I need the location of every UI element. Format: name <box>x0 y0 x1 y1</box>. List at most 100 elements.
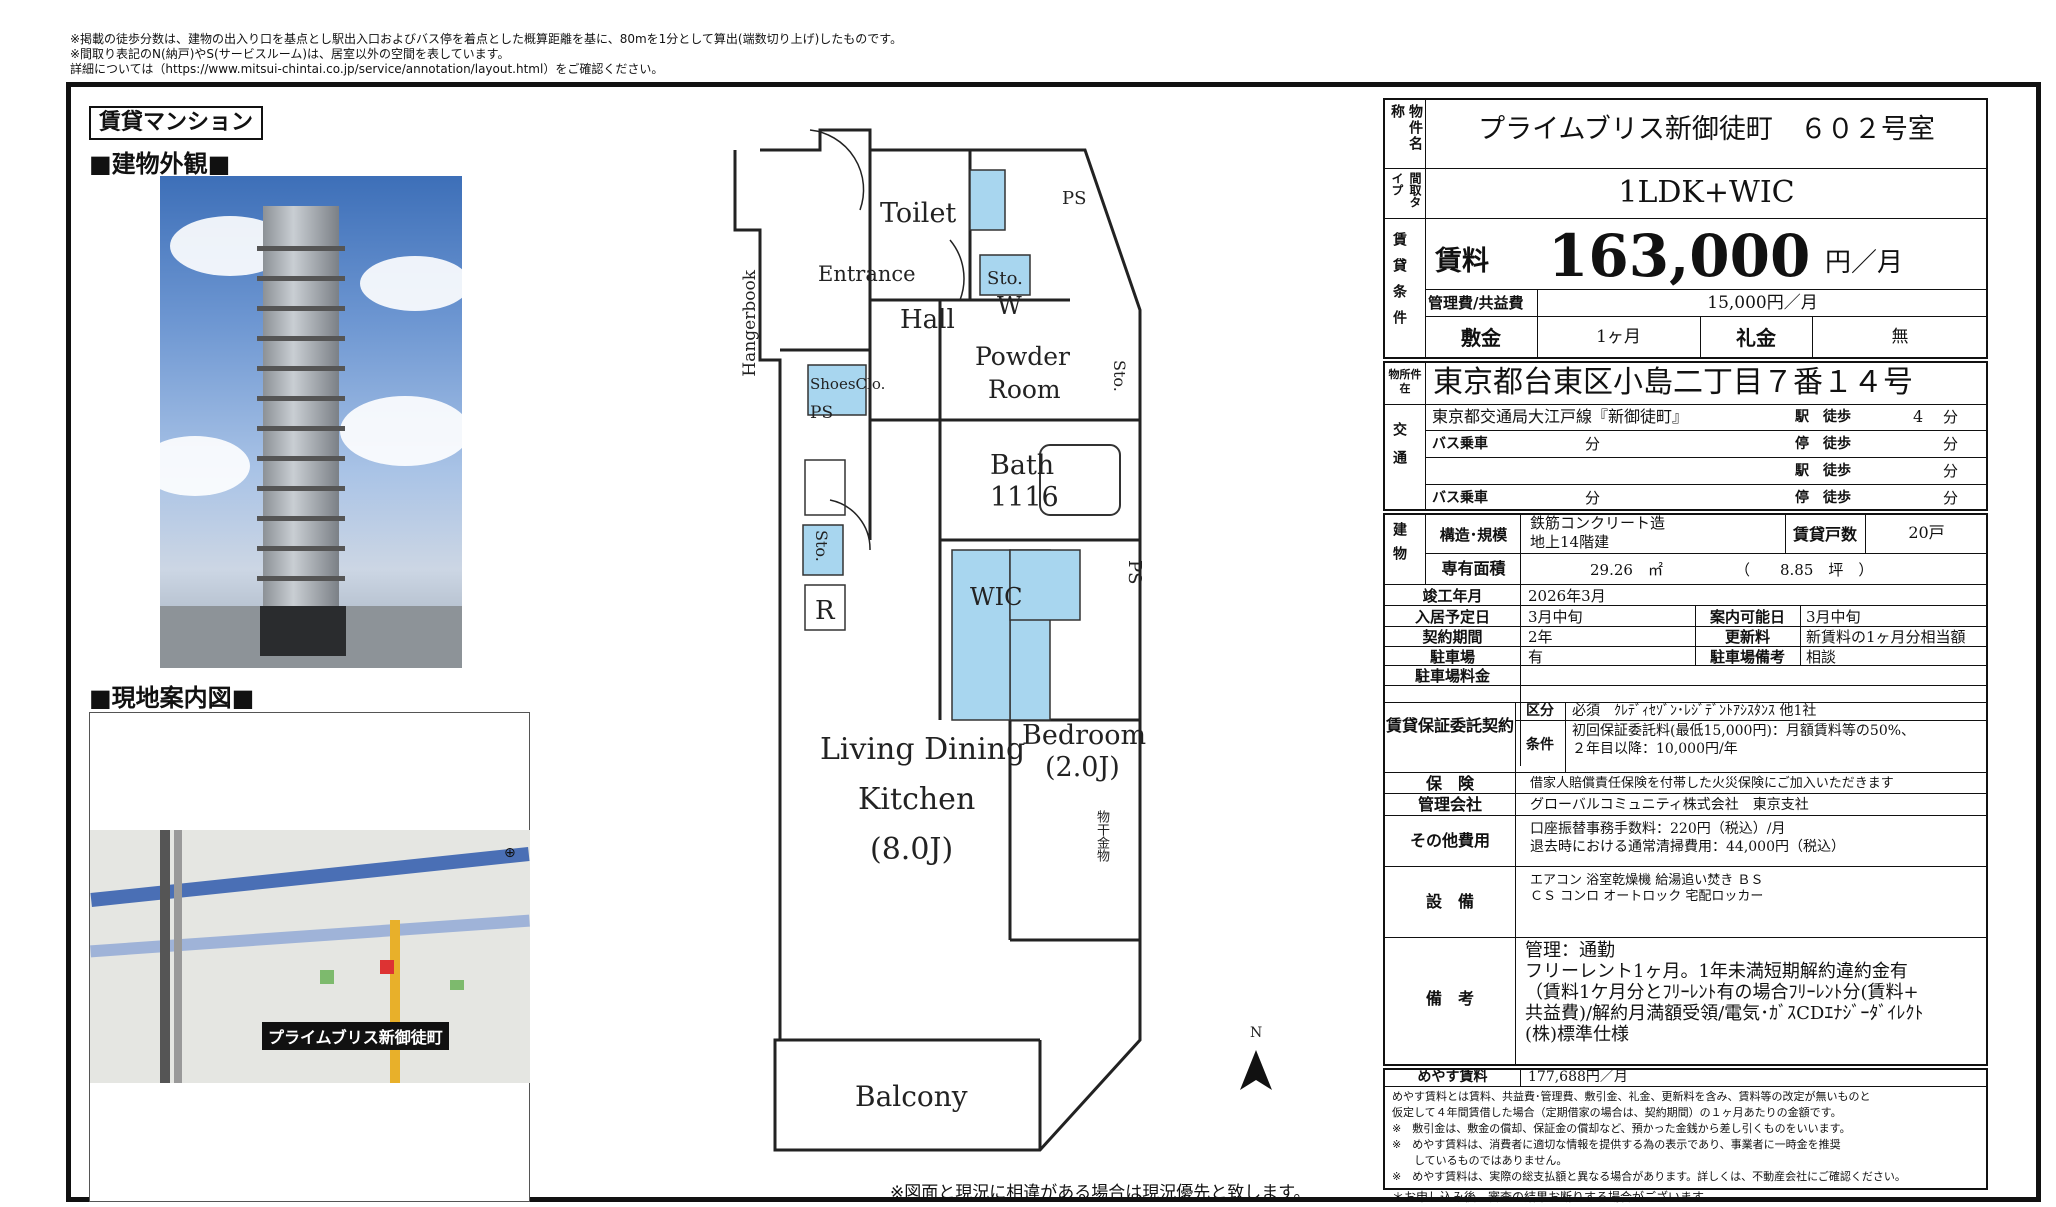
storage-label-3: Sto. <box>812 530 831 562</box>
note-line-1: ※掲載の徒歩分数は、建物の出入り口を基点とし駅出入口およびバス停を着点とした概算… <box>70 32 903 46</box>
viewing-label: 案内可能日 <box>1709 608 1785 626</box>
rent-conditions-label: 賃貸条件 <box>1391 232 1407 336</box>
transport-line-1: 東京都交通局大江戸線『新御徒町』 <box>1432 407 1689 426</box>
bus-label-2: バス乗車 <box>1432 490 1488 506</box>
insurance-label: 保 険 <box>1425 774 1474 793</box>
minutes-unit-2: 分 <box>1943 435 1959 453</box>
stop-label-2: 停 <box>1795 490 1809 506</box>
note-line-3: 詳細については（https://www.mitsui-chintai.co.jp… <box>70 62 664 76</box>
walk-label-3: 徒歩 <box>1823 463 1851 479</box>
meyasu-note-3: ※ 敷引金は、敷金の償却、保証金の償却など、預かった金銭から差し引くものをいいま… <box>1392 1122 1851 1135</box>
bath-size-label: 1116 <box>990 482 1059 513</box>
renewal-value: 新賃料の1ヶ月分相当額 <box>1806 628 1966 646</box>
bedroom-label: Bedroom <box>1022 720 1147 751</box>
equipment-2: ＣＳ コンロ オートロック 宅配ロッカー <box>1530 889 1764 904</box>
minutes-unit-4: 分 <box>1943 489 1959 507</box>
minutes-unit-3: 分 <box>1943 462 1959 480</box>
bedroom-size-label: (2.0J) <box>1045 752 1120 783</box>
key-money-label: 礼金 <box>1736 326 1776 350</box>
parking-fee-label: 駐車場料金 <box>1414 667 1490 685</box>
meyasu-note-4: ※ めやす賃料は、消費者に適切な情報を提供する為の表示であり、事業者に一時金を推… <box>1392 1138 1841 1151</box>
washer-label: W <box>997 292 1022 320</box>
bus-label-1: バス乗車 <box>1432 436 1488 452</box>
parking-note-value: 相談 <box>1806 648 1837 666</box>
structure-label: 構造･規模 <box>1439 526 1508 544</box>
floor-plan: Toilet PS Entrance Hangerbook Sto. W Hal… <box>700 120 1340 1180</box>
cond-value-2: ２年目以降：10,000円/年 <box>1572 741 1738 757</box>
parking-label: 駐車場 <box>1429 648 1475 666</box>
deposit-label: 敷金 <box>1461 326 1501 350</box>
compass-icon: ⊕ <box>504 845 516 861</box>
note-line-2: ※間取り表記のN(納戸)やS(サービスルーム)は、居室以外の空間を表しています。 <box>70 47 510 61</box>
minutes-unit-1: 分 <box>1943 408 1959 426</box>
cond-value-1: 初回保証委託料(最低15,000円)：月額賃料等の50%、 <box>1572 723 1916 739</box>
meyasu-note-6: ※ めやす賃料は、実際の総支払額と異なる場合があります。詳しくは、不動産会社にご… <box>1392 1170 1906 1183</box>
structure-value-2: 地上14階建 <box>1530 533 1610 551</box>
key-money-value: 無 <box>1891 327 1909 347</box>
meyasu-note-2: 仮定して４年間賃借した場合（定期借家の場合は、契約期間）の１ヶ月あたりの金額です… <box>1392 1106 1842 1119</box>
deposit-value: 1ヶ月 <box>1596 327 1641 347</box>
bus-minutes-unit-1: 分 <box>1585 435 1601 453</box>
ps-label-3: PS <box>1124 560 1145 585</box>
address-label: 物所件在 <box>1388 368 1422 395</box>
transport-label: 交通 <box>1391 422 1407 478</box>
parking-note-label: 駐車場備考 <box>1709 648 1785 666</box>
area-tsubo: （ 8.85 坪 ） <box>1735 561 1874 579</box>
other-fees-2: 退去時における通常清掃費用：44,000円（税込） <box>1530 839 1845 855</box>
units-value: 20戸 <box>1908 523 1945 542</box>
hangerbook-label: Hangerbook <box>740 270 760 377</box>
location-map: ⊕ <box>89 712 530 1202</box>
name-label: 物件名称 <box>1389 104 1423 152</box>
other-fees-1: 口座振替事務手数料：220円（税込）/月 <box>1530 821 1786 837</box>
insurance-value: 借家人賠償責任保険を付帯した火災保険にご加入いただきます <box>1530 776 1894 791</box>
term-value: 2年 <box>1528 628 1553 646</box>
rent-unit: 円／月 <box>1825 248 1904 278</box>
wic-label: WIC <box>970 583 1023 611</box>
built-label: 竣工年月 <box>1422 587 1483 605</box>
remarks-1: 管理：通勤 <box>1525 940 1615 961</box>
ps-label-1: PS <box>1062 188 1087 209</box>
type-label: 間取タイプ <box>1390 172 1422 208</box>
category-label: 賃貸マンション <box>89 106 264 140</box>
units-label: 賃貸戸数 <box>1792 525 1857 544</box>
hall-label: Hall <box>900 305 955 335</box>
area-value: 29.26 ㎡ <box>1590 561 1663 579</box>
building-exterior-photo <box>160 176 462 668</box>
property-name: プライムブリス新御徒町 ６０２号室 <box>1478 114 1935 145</box>
map-property-label: プライムブリス新御徒町 <box>262 1022 449 1050</box>
apply-note: ＊お申し込み後、審査の結果お断りする場合がございます。 <box>1392 1190 1715 1204</box>
balcony-label: Balcony <box>855 1080 968 1113</box>
move-in-value: 3月中旬 <box>1528 608 1583 626</box>
conditions-box <box>1383 98 1988 359</box>
ldk-label-1: Living Dining <box>820 732 1026 767</box>
meyasu-value: 177,688円／月 <box>1528 1069 1628 1085</box>
structure-value-1: 鉄筋コンクリート造 <box>1530 514 1666 532</box>
cond-label: 条件 <box>1526 737 1554 753</box>
guarantee-label: 賃貸保証委託契約 <box>1385 716 1514 735</box>
viewing-value: 3月中旬 <box>1806 608 1861 626</box>
remarks-4: 共益費)/解約月満額受領/電気･ｶﾞｽCDｴﾅｼﾞｰﾀﾞｲﾚｸﾄ <box>1525 1003 1924 1024</box>
stop-label-1: 停 <box>1795 436 1809 452</box>
shoes-closet-label: ShoesClo. <box>810 375 886 393</box>
storage-label-1: Sto. <box>987 268 1023 289</box>
refrigerator-label: R <box>815 596 835 626</box>
ldk-label-2: Kitchen <box>858 782 976 817</box>
station-label-2: 駅 <box>1795 463 1809 479</box>
walk-label-1: 徒歩 <box>1823 409 1851 425</box>
room-label: Room <box>988 375 1061 404</box>
remarks-2: フリーレント1ヶ月。1年未満短期解約違約金有 <box>1525 961 1908 982</box>
built-value: 2026年3月 <box>1528 587 1606 605</box>
toilet-label: Toilet <box>880 198 957 229</box>
other-fees-label: その他費用 <box>1409 831 1490 850</box>
remarks-3: （賃料1ケ月分とﾌﾘｰﾚﾝﾄ有の場合ﾌﾘｰﾚﾝﾄ分(賃料+ <box>1525 982 1919 1003</box>
layout-type: 1LDK+WIC <box>1618 175 1795 210</box>
management-label: 管理会社 <box>1417 795 1482 814</box>
move-in-label: 入居予定日 <box>1414 608 1490 626</box>
equipment-1: エアコン 浴室乾燥機 給湯追い焚き ＢＳ <box>1530 873 1764 888</box>
property-address: 東京都台東区小島二丁目７番１４号 <box>1433 365 1913 400</box>
building-label: 建物 <box>1391 522 1407 570</box>
fee-label: 管理費/共益費 <box>1428 294 1524 312</box>
renewal-label: 更新料 <box>1724 628 1770 646</box>
walk-minutes-1: 4 <box>1913 407 1924 426</box>
drying-rail-label: 物干金物 <box>1094 810 1109 862</box>
